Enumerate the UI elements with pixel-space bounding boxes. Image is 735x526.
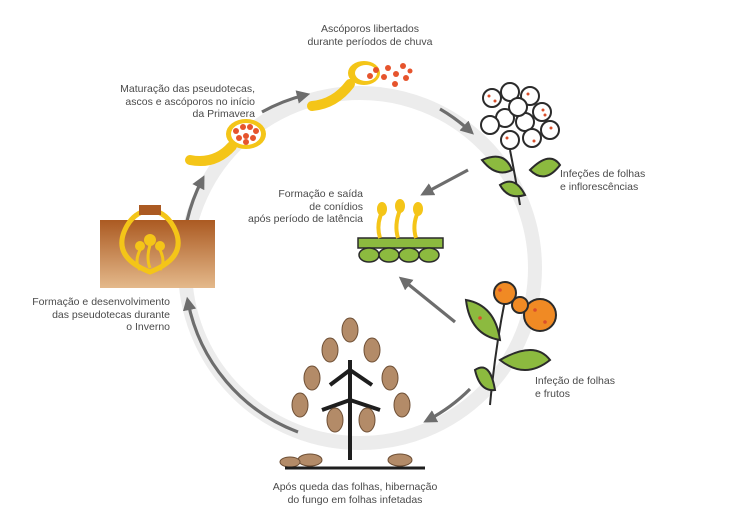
arrow-tree-to-pseudothecia bbox=[182, 296, 299, 434]
label-line: das pseudotecas durante bbox=[52, 308, 170, 321]
label-line: ascos e ascóporos no início bbox=[125, 95, 255, 108]
mature-pseudothecium-icon bbox=[185, 119, 266, 166]
conidia-label: Formação e saída de conídios após períod… bbox=[228, 188, 363, 226]
arrow-fruit-to-tree bbox=[423, 387, 472, 423]
leaf-flower-infection-label: Infeções de folhas e inflorescências bbox=[560, 168, 700, 193]
arrow-conidia-to-flower bbox=[420, 168, 469, 196]
overwintering-label: Após queda das folhas, hibernação do fun… bbox=[260, 481, 450, 506]
label-line: Maturação das pseudotecas, bbox=[120, 83, 255, 95]
arrow-fruit-to-conidia bbox=[398, 276, 457, 324]
bare-tree-icon bbox=[279, 317, 425, 470]
leaf-fruit-infection-label: Infeção de folhas e frutos bbox=[535, 375, 675, 400]
ascospore-release-icon bbox=[307, 61, 413, 111]
label-line: da Primavera bbox=[192, 108, 255, 120]
label-line: de conídios bbox=[309, 200, 363, 213]
pseudothecia-development-label: Formação e desenvolvimento das pseudotec… bbox=[10, 296, 170, 334]
label-line: Infeção de folhas bbox=[535, 375, 615, 387]
label-line: e inflorescências bbox=[560, 180, 639, 193]
ascospore-release-label: Ascóporos libertados durante períodos de… bbox=[300, 23, 440, 48]
label-line: Formação e saída bbox=[278, 188, 363, 200]
label-line: após período de latência bbox=[247, 213, 363, 225]
infected-fruit-branch-icon bbox=[464, 281, 557, 406]
label-line: do fungo em folhas infetadas bbox=[287, 493, 423, 506]
label-line: Ascóporos libertados bbox=[320, 23, 420, 35]
pseudothecia-soil-icon bbox=[100, 205, 215, 288]
arrow-ascospores-to-flower bbox=[439, 107, 474, 135]
arrow-maturation-to-ascospores bbox=[261, 90, 311, 114]
maturation-label: Maturação das pseudotecas, ascos e ascóp… bbox=[100, 83, 255, 121]
label-line: o Inverno bbox=[126, 321, 170, 333]
label-line: durante períodos de chuva bbox=[307, 35, 433, 48]
infected-flower-branch-icon bbox=[480, 82, 562, 206]
cycle-arrows bbox=[182, 90, 474, 434]
label-line: Após queda das folhas, hibernação bbox=[272, 481, 438, 493]
label-line: e frutos bbox=[535, 387, 571, 400]
label-line: Infeções de folhas bbox=[560, 168, 646, 180]
conidia-on-leaf-icon bbox=[357, 199, 444, 263]
label-line: Formação e desenvolvimento bbox=[32, 296, 170, 308]
